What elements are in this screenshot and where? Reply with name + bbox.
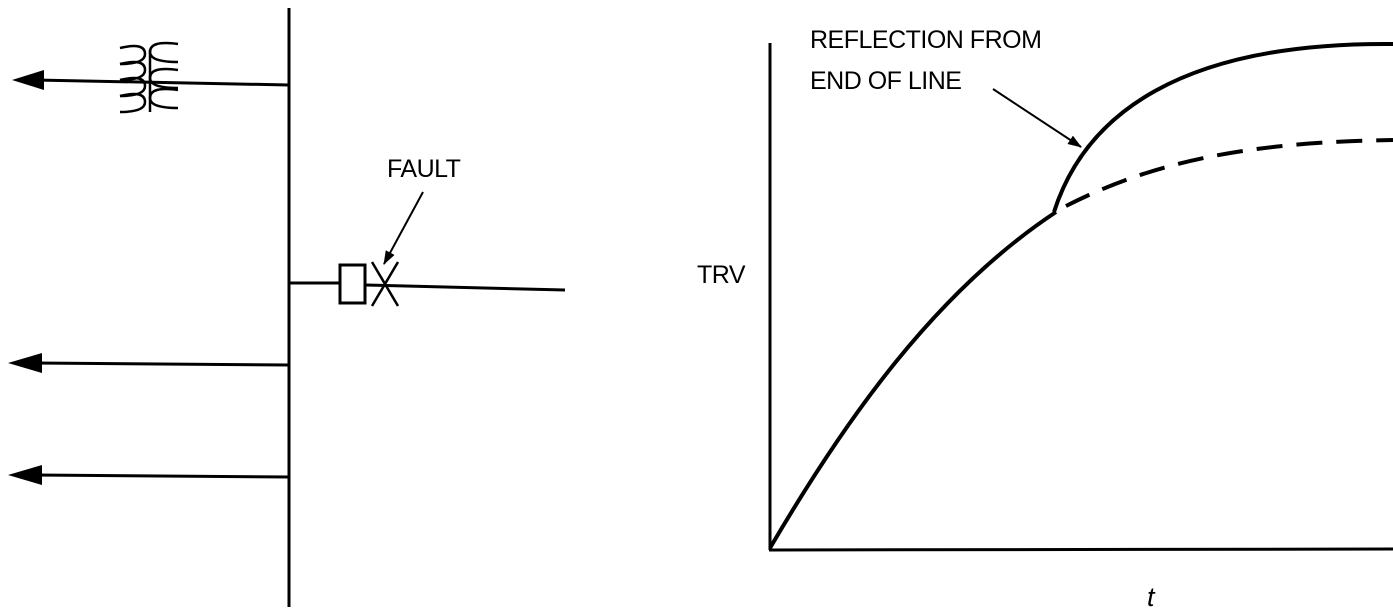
transformer-icon bbox=[119, 41, 179, 114]
x-axis bbox=[768, 547, 1393, 552]
y-axis-label: TRV bbox=[697, 261, 746, 289]
feeder-3 bbox=[8, 465, 290, 485]
fault-x-icon bbox=[370, 261, 400, 307]
fault-label: FAULT bbox=[387, 155, 461, 183]
trv-chart bbox=[768, 41, 1393, 552]
reflection-label-line1: REFLECTION FROM bbox=[810, 26, 1042, 54]
circuit-breaker-icon bbox=[338, 263, 367, 305]
x-axis-label: t bbox=[1147, 582, 1155, 612]
fault-pointer-arrow bbox=[383, 191, 424, 265]
feeder-arrow-2 bbox=[8, 353, 42, 373]
trv-curve-initial bbox=[768, 210, 1058, 550]
reflection-label-line2: END OF LINE bbox=[810, 67, 962, 95]
feeder-arrow-1 bbox=[12, 70, 44, 90]
faulted-line bbox=[289, 191, 566, 307]
feeder-line-1 bbox=[34, 78, 290, 87]
trv-curve-without-reflection bbox=[1065, 138, 1393, 208]
feeder-transformer bbox=[12, 41, 290, 114]
reflection-pointer-arrow bbox=[992, 88, 1082, 148]
trv-curve-reflection bbox=[1052, 41, 1393, 213]
feeder-2 bbox=[8, 353, 290, 373]
feeder-arrow-3 bbox=[8, 465, 42, 485]
